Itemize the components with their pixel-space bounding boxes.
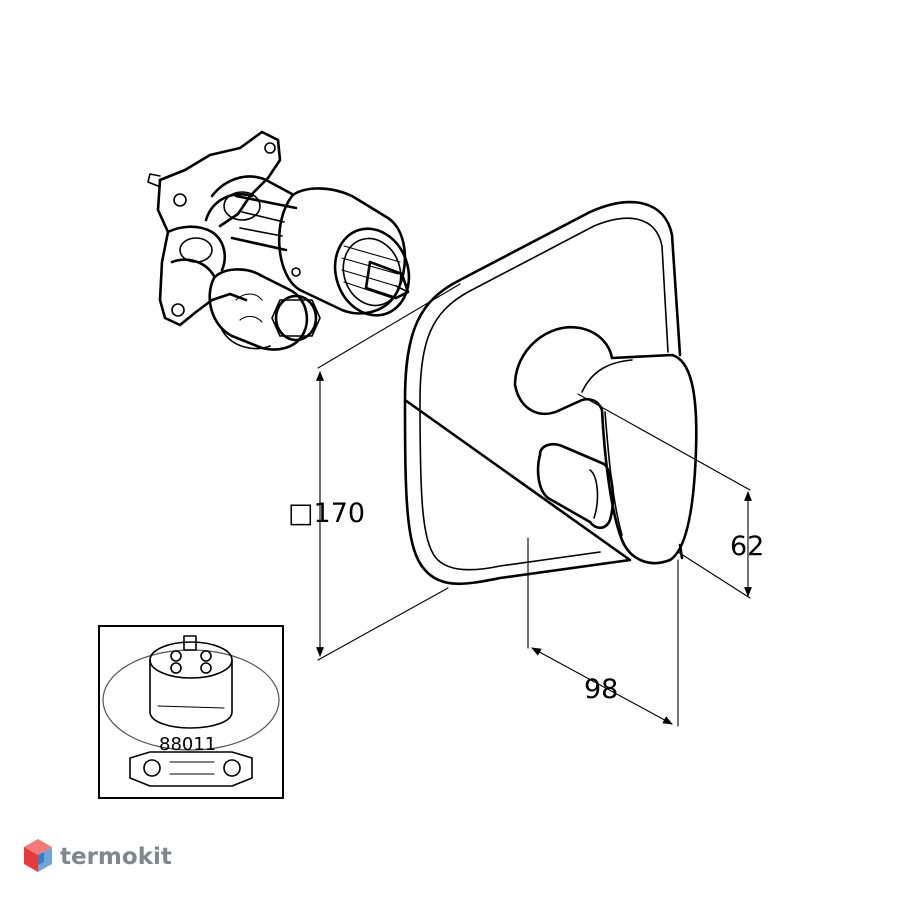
handle-height-label: 62 — [730, 531, 764, 562]
plate-size-label: □170 — [288, 498, 365, 529]
watermark-brand: termokit — [60, 844, 172, 870]
inset-part-number: 88011 — [159, 734, 216, 755]
hexagon-cube-icon — [24, 839, 52, 872]
dimension-lines — [316, 283, 752, 727]
cover-plate-drawing — [403, 200, 698, 586]
concealed-valve-body-drawing — [147, 130, 411, 351]
inset-valve-drawing — [102, 635, 280, 787]
inset-box: 88011 — [98, 625, 284, 799]
projection-depth-label: 98 — [584, 674, 618, 705]
watermark: termokit — [24, 839, 172, 872]
